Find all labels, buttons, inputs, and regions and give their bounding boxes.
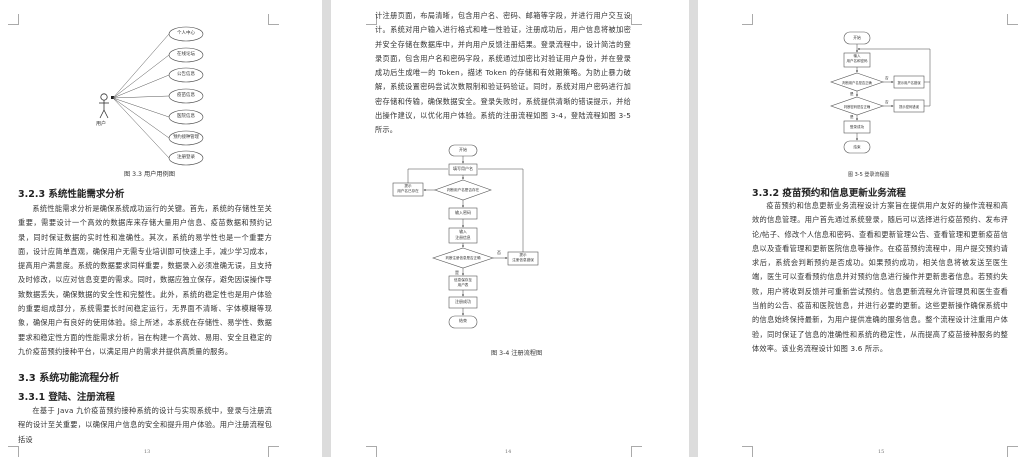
page-corner-mark xyxy=(742,446,753,457)
use-case-personal-center: 个人中心 xyxy=(177,31,195,36)
heading-3-3-1: 3.3.1 登陆、注册流程 xyxy=(18,392,115,403)
flow-check-info: 判断注册信息是否正确 xyxy=(445,256,481,260)
paragraph-login-register-detail: 计注册页面，布局清晰，包含用户名、密码、邮箱等字段，并进行用户交互设计。系统对用… xyxy=(375,11,631,135)
flow-no-label: 否 xyxy=(497,250,501,255)
flow-save-1: 信息保存至 xyxy=(454,278,472,282)
figure-caption-3-5: 图 3-5 登录流程图 xyxy=(848,172,890,178)
login-flow-check-user: 判断用户名是否正确 xyxy=(842,81,872,85)
use-case-appointment-mgmt: 预约接种管理 xyxy=(173,135,199,140)
page-corner-mark xyxy=(742,14,753,25)
figure-caption-3-4: 图 3-4 注册流程图 xyxy=(491,350,543,357)
figure-caption-3-3: 图 3.3 用户用例图 xyxy=(124,171,175,178)
page-corner-mark xyxy=(366,14,377,25)
document-page-13: 用户 个人中心 在线论坛 公告信息 疫苗信息 医院信息 预约接种管理 注册登录 … xyxy=(0,0,322,457)
heading-3-2-3: 3.2.3 系统性能需求分析 xyxy=(18,189,125,200)
login-flow-no-label-1: 否 xyxy=(885,76,889,80)
page-corner-mark xyxy=(631,446,642,457)
flow-input-info-1: 输入 xyxy=(459,229,467,234)
flow-input-password: 输入密码 xyxy=(455,210,471,215)
flow-fill-username: 填写用户名 xyxy=(453,166,473,171)
page-corner-mark xyxy=(8,14,19,25)
flow-prompt-exists-2: 用户名已存在 xyxy=(397,189,419,193)
registration-flowchart xyxy=(392,144,539,329)
heading-3-3: 3.3 系统功能流程分析 xyxy=(18,373,120,384)
flow-yes-label: 是 xyxy=(455,270,459,275)
heading-3-3-2: 3.3.2 疫苗预约和信息更新业务流程 xyxy=(752,188,906,199)
page-number: 13 xyxy=(144,449,151,455)
use-case-vaccine-info: 疫苗信息 xyxy=(177,93,195,98)
flow-input-info-2: 注册信息 xyxy=(455,235,471,240)
flow-save-2: 用户表 xyxy=(457,283,469,287)
flow-success: 注册成功 xyxy=(455,299,471,304)
actor-label: 用户 xyxy=(96,121,107,127)
page-corner-mark xyxy=(631,14,642,25)
page-corner-mark xyxy=(366,446,377,457)
page-corner-mark xyxy=(268,446,279,457)
flow-prompt-error-2: 注册信息错误 xyxy=(512,258,534,262)
page-number: 15 xyxy=(878,449,885,455)
page-corner-mark xyxy=(1007,14,1018,25)
login-flowchart xyxy=(830,31,931,154)
page-gap xyxy=(689,0,698,457)
login-flow-err-pwd: 提示密码错误 xyxy=(899,105,919,109)
document-page-14: 计注册页面，布局清晰，包含用户名、密码、邮箱等字段，并进行用户交互设计。系统对用… xyxy=(331,0,689,457)
login-flow-check-pwd: 判断密码是否正确 xyxy=(843,105,871,109)
use-case-register-login: 注册登录 xyxy=(177,155,195,160)
use-case-diagram xyxy=(99,26,204,166)
login-flow-yes-label-2: 是 xyxy=(850,115,854,119)
login-flow-input-1: 输入 xyxy=(853,54,861,58)
paragraph-performance-requirements: 系统性能需求分析是确保系统成功运行的关键。首先，系统的存储性至关重要，需要设计一… xyxy=(18,204,272,356)
flow-end: 结束 xyxy=(459,318,467,323)
paragraph-login-register-intro: 在基于 Java 九价疫苗预约接种系统的设计与实现系统中，登录与注册流程的设计至… xyxy=(18,406,272,444)
login-flow-success: 登录成功 xyxy=(849,125,865,129)
use-case-announcements: 公告信息 xyxy=(177,72,195,77)
use-case-hospital-info: 医院信息 xyxy=(177,114,195,119)
login-flow-start: 开始 xyxy=(853,35,861,40)
page-corner-mark xyxy=(268,14,279,25)
flow-prompt-error-1: 提示 xyxy=(519,253,527,257)
document-page-15: 开始 输入 用户名和密码 判断用户名是否正确 判断密码是否正确 否 否 是 是 … xyxy=(698,0,1024,457)
page-gap xyxy=(322,0,331,457)
login-flow-end: 结束 xyxy=(853,145,861,149)
page-corner-mark xyxy=(8,446,19,457)
paragraph-vaccine-appointment-flow: 疫苗预约和信息更新业务流程设计方案旨在提供用户友好的操作流程和高效的信息管理。用… xyxy=(752,201,1008,353)
flow-check-username: 判断用户名是否存在 xyxy=(446,188,480,192)
login-flow-yes-label-1: 是 xyxy=(850,92,854,96)
use-case-online-forum: 在线论坛 xyxy=(177,52,195,57)
page-number: 14 xyxy=(505,449,512,455)
flow-start: 开始 xyxy=(459,147,467,152)
login-flow-input-2: 用户名和密码 xyxy=(846,59,868,63)
login-flow-err-user: 提示用户名错误 xyxy=(897,81,921,85)
flow-prompt-exists-1: 提示 xyxy=(404,184,412,188)
login-flow-no-label-2: 否 xyxy=(885,100,889,104)
page-corner-mark xyxy=(1007,446,1018,457)
